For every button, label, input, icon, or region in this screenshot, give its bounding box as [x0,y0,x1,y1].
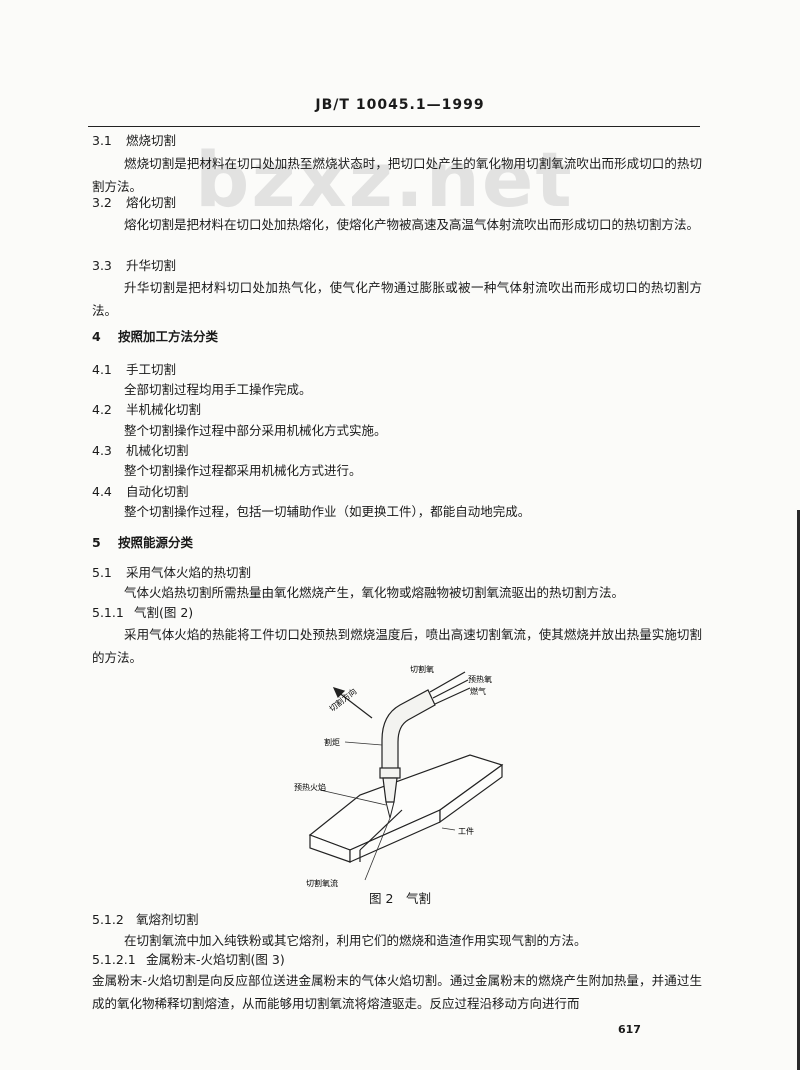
section-4-3-body: 整个切割操作过程都采用机械化方式进行。 [124,463,362,478]
section-5-1-2-1-heading: 5.1.2.1 金属粉末-火焰切割(图 3) [92,950,285,970]
workpiece-plates [308,754,504,863]
section-5-1-2-1-body: 金属粉末-火焰切割是向反应部位送进金属粉末的气体火焰切割。通过金属粉末的燃烧产生… [92,973,702,1011]
figure-2-gas-cutting-diagram: 切割氧 预热氧 燃气 切割方向 割炬 预热火焰 工件 切割氧流 [294,664,504,888]
page-number: 617 [618,1023,641,1036]
label-workpiece: 工件 [458,826,474,836]
section-3-1-heading: 3.1 燃烧切割 [92,131,176,151]
section-4-heading: 4 按照加工方法分类 [92,327,218,347]
section-number: 4 [92,329,101,344]
section-4-3-heading: 4.3 机械化切割 [92,441,189,461]
section-4-2-heading: 4.2 半机械化切割 [92,400,201,420]
section-4-1-body: 全部切割过程均用手工操作完成。 [124,382,312,397]
section-title: 手工切割 [126,362,177,377]
section-title: 气割(图 2) [134,605,194,620]
section-title: 按照能源分类 [118,535,194,550]
label-preheat-oxygen: 预热氧 [468,674,492,684]
section-title: 半机械化切割 [126,402,202,417]
label-cut-oxygen-stream: 切割氧流 [306,878,338,888]
label-cut-oxygen: 切割氧 [410,664,434,674]
section-3-3-body: 升华切割是把材料切口处加热气化，使气化产物通过膨胀或被一种气体射流吹出而形成切口… [92,280,702,318]
section-3-1-body: 燃烧切割是把材料在切口处加热至燃烧状态时，把切口处产生的氧化物用切割氧流吹出而形… [92,156,702,194]
section-5-1-body: 气体火焰热切割所需热量由氧化燃烧产生，氧化物或熔融物被切割氧流驱出的热切割方法。 [124,585,625,600]
label-preheat-flame: 预热火焰 [294,782,326,792]
section-number: 5.1.2.1 [92,952,136,967]
section-number: 4.4 [92,484,112,499]
section-number: 4.2 [92,402,112,417]
section-5-heading: 5 按照能源分类 [92,533,193,553]
section-5-1-2-heading: 5.1.2 氧熔剂切割 [92,910,199,930]
section-number: 3.1 [92,133,112,148]
section-number: 3.2 [92,195,112,210]
label-fuel-gas: 燃气 [470,686,486,696]
section-3-3-heading: 3.3 升华切割 [92,256,176,276]
section-3-2-body: 熔化切割是把材料在切口处加热熔化，使熔化产物被高速及高温气体射流吹出而形成切口的… [124,217,700,232]
section-title: 机械化切割 [126,443,189,458]
section-number: 4.1 [92,362,112,377]
section-title: 金属粉末-火焰切割(图 3) [146,952,285,967]
header-rule [88,126,700,127]
section-5-1-heading: 5.1 采用气体火焰的热切割 [92,563,251,583]
section-5-1-1-heading: 5.1.1 气割(图 2) [92,603,193,623]
section-title: 燃烧切割 [126,133,177,148]
section-title: 升华切割 [126,258,177,273]
section-number: 5.1 [92,565,112,580]
section-4-4-heading: 4.4 自动化切割 [92,482,189,502]
section-number: 4.3 [92,443,112,458]
section-title: 采用气体火焰的热切割 [126,565,252,580]
section-number: 5 [92,535,101,550]
scan-edge [797,510,800,1070]
section-number: 3.3 [92,258,112,273]
figure-2-caption: 图 2 气割 [369,891,431,906]
section-3-2-heading: 3.2 熔化切割 [92,193,176,213]
section-title: 氧熔剂切割 [136,912,199,927]
watermark: bzxz.net [195,135,574,224]
section-title: 熔化切割 [126,195,177,210]
section-title: 自动化切割 [126,484,189,499]
direction-arrow [332,687,373,719]
section-number: 5.1.2 [92,912,124,927]
section-title: 按照加工方法分类 [118,329,219,344]
section-5-1-2-body: 在切割氧流中加入纯铁粉或其它熔剂，利用它们的燃烧和造渣作用实现气割的方法。 [124,933,587,948]
section-number: 5.1.1 [92,605,124,620]
section-4-1-heading: 4.1 手工切割 [92,360,176,380]
label-torch: 割炬 [324,737,340,747]
section-5-1-1-body: 采用气体火焰的热能将工件切口处预热到燃烧温度后，喷出高速切割氧流，使其燃烧并放出… [92,627,702,665]
section-4-2-body: 整个切割操作过程中部分采用机械化方式实施。 [124,423,387,438]
section-4-4-body: 整个切割操作过程，包括一切辅助作业（如更换工件），都能自动地完成。 [124,504,531,519]
torch [379,671,471,803]
document-header: JB/T 10045.1—1999 [315,97,485,113]
